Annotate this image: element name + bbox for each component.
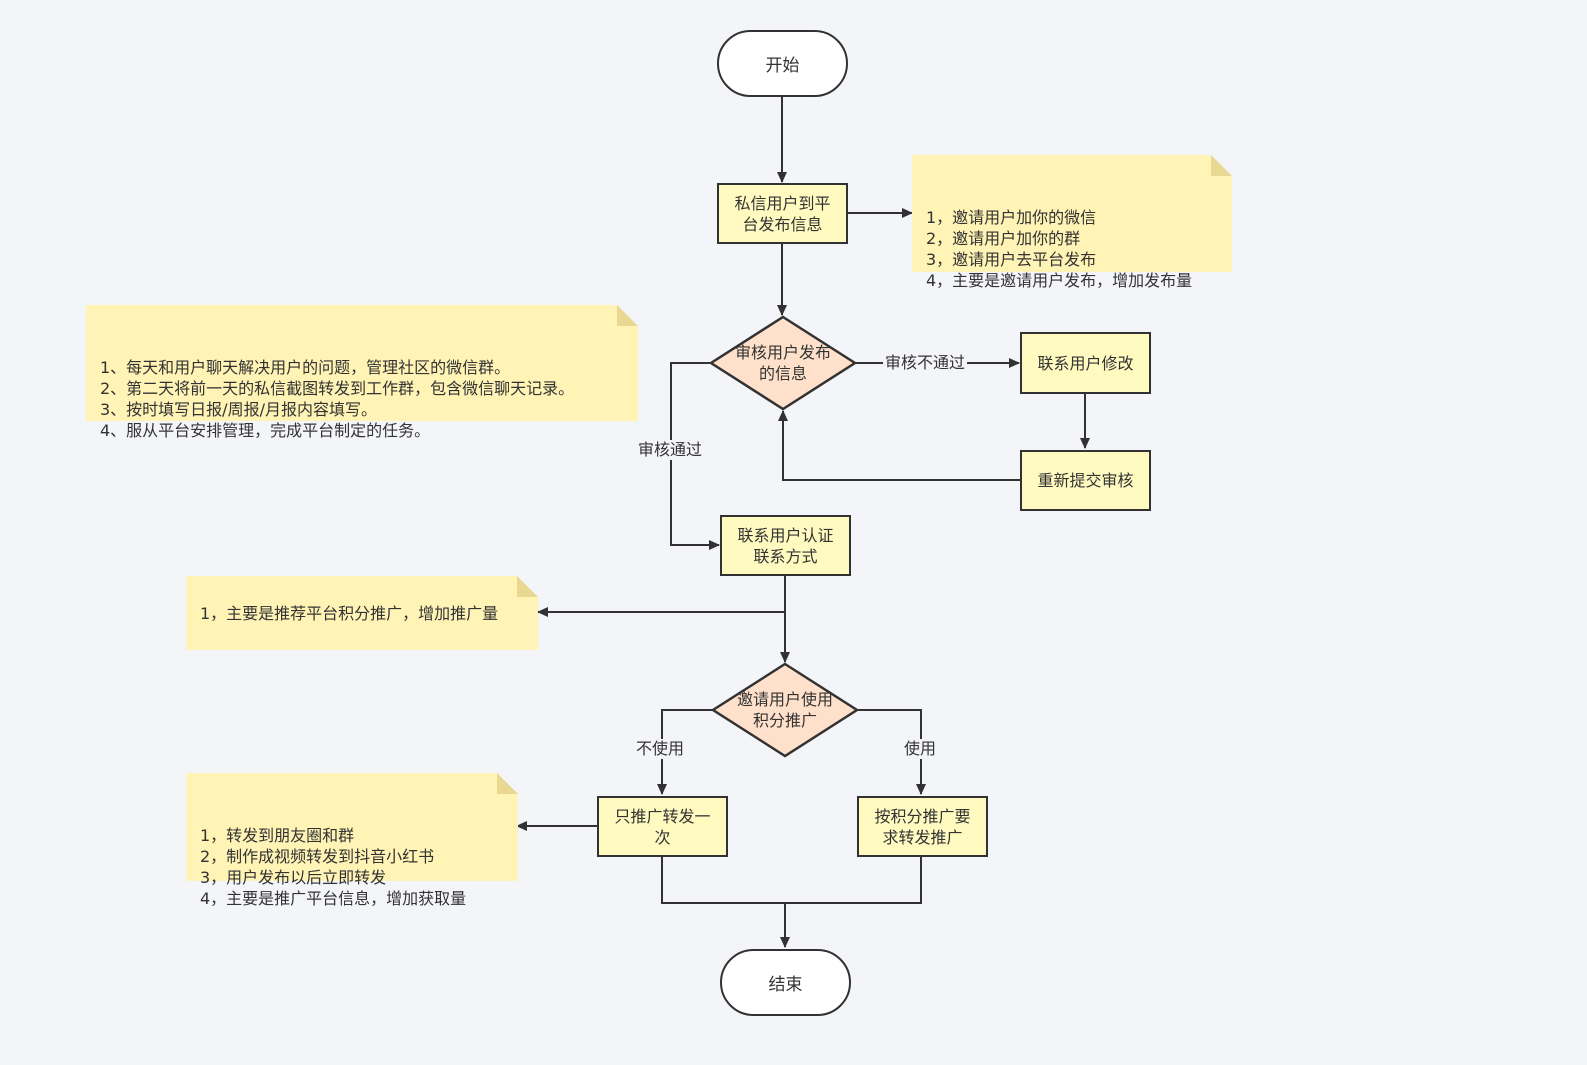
contact-auth-process[interactable]: 联系用户认证 联系方式 [720, 515, 851, 576]
edge-merge-branches [661, 857, 922, 904]
review-decision-diamond[interactable] [708, 315, 858, 411]
forward-note[interactable]: 1，转发到朋友圈和群 2，制作成视频转发到抖音小红书 3，用户发布以后立即转发 … [186, 773, 518, 908]
points-note[interactable]: 1，主要是推荐平台积分推广，增加推广量 [186, 576, 538, 650]
review-pass-label: 审核通过 [636, 440, 705, 460]
end-terminal[interactable]: 结束 [720, 949, 851, 1016]
review-fail-label: 审核不通过 [883, 353, 968, 373]
points-note-text: 1，主要是推荐平台积分推广，增加推广量 [200, 603, 499, 623]
not-use-label: 不使用 [634, 739, 687, 759]
invite-note[interactable]: 1，邀请用户加你的微信 2，邀请用户加你的群 3，邀请用户去平台发布 4，主要是… [912, 155, 1232, 290]
edge-points-not-use [657, 709, 713, 795]
note-fold-corner [517, 576, 538, 597]
edge-points-use [857, 709, 926, 795]
invite-note-text: 1，邀请用户加你的微信 2，邀请用户加你的群 3，邀请用户去平台发布 4，主要是… [926, 208, 1193, 290]
forward-note-text: 1，转发到朋友圈和群 2，制作成视频转发到抖音小红书 3，用户发布以后立即转发 … [200, 826, 467, 908]
start-terminal[interactable]: 开始 [717, 30, 848, 97]
points-promote-process[interactable]: 按积分推广要 求转发推广 [857, 796, 988, 857]
use-label: 使用 [902, 739, 939, 759]
contact-modify-process[interactable]: 联系用户修改 [1020, 332, 1151, 394]
points-decision-label: 邀请用户使用 积分推广 [736, 690, 833, 730]
note-fold-corner [497, 773, 518, 794]
review-decision-label: 审核用户发布 的信息 [734, 343, 831, 383]
daily-tasks-note-text: 1、每天和用户聊天解决用户的问题，管理社区的微信群。 2、第二天将前一天的私信截… [100, 358, 575, 440]
edge-resubmit-to-review [778, 410, 1020, 481]
private-message-process[interactable]: 私信用户到平 台发布信息 [717, 183, 848, 244]
resubmit-process[interactable]: 重新提交审核 [1020, 450, 1151, 511]
note-fold-corner [617, 305, 638, 326]
points-decision-diamond[interactable] [710, 662, 860, 758]
promote-once-process[interactable]: 只推广转发一 次 [597, 796, 728, 857]
daily-tasks-note[interactable]: 1、每天和用户聊天解决用户的问题，管理社区的微信群。 2、第二天将前一天的私信截… [86, 305, 638, 440]
note-fold-corner [1211, 155, 1232, 176]
